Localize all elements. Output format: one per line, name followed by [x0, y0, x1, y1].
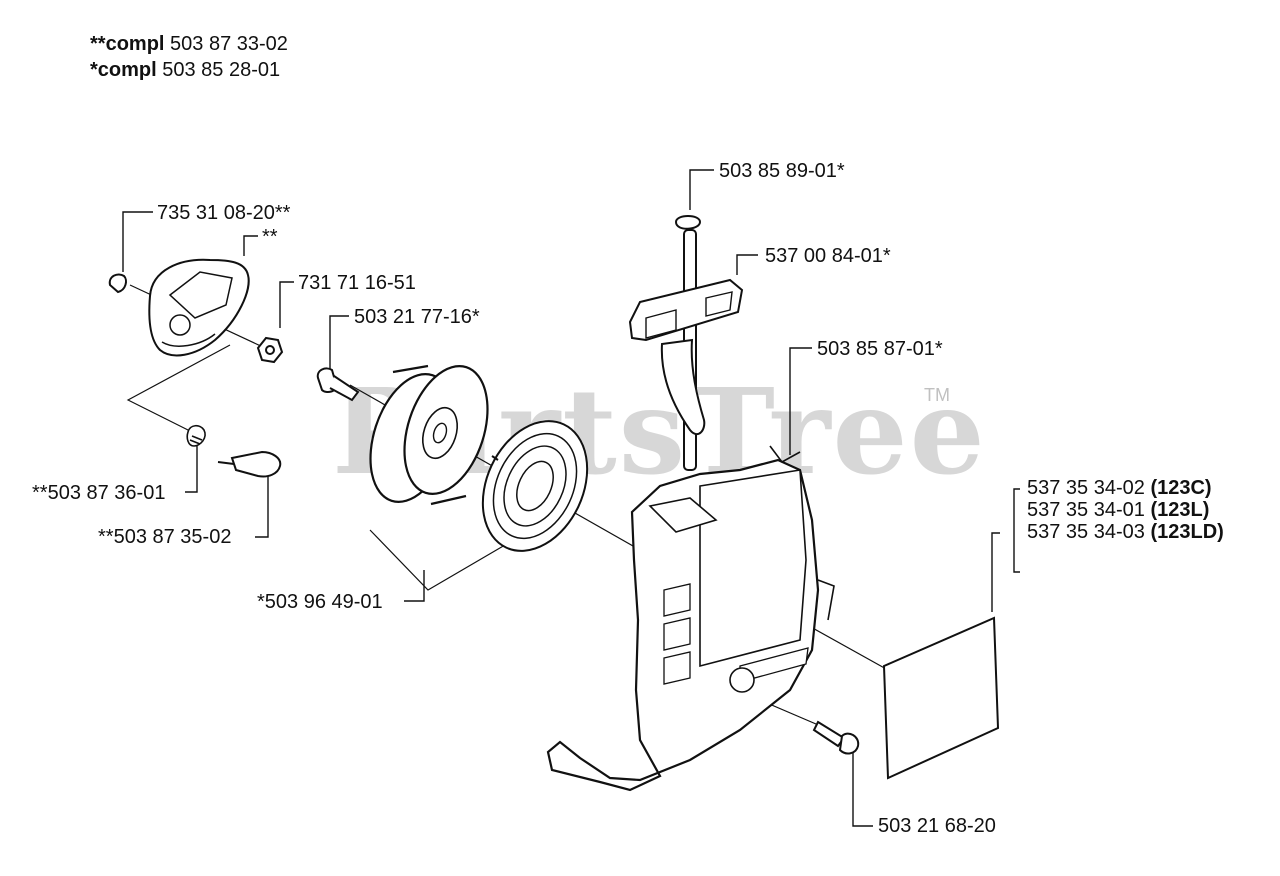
leader-line: [991, 532, 1000, 612]
clip-part: [108, 273, 127, 294]
model-name: (123L): [1150, 499, 1210, 521]
model-part-number: 537 35 34-02: [1027, 477, 1145, 499]
recoil-spring-part: [481, 420, 589, 552]
leader-line: [329, 315, 349, 378]
header-compl-label: *compl: [90, 59, 157, 81]
model-name: (123C): [1150, 477, 1212, 499]
part-label-503-96-49-01[interactable]: *503 96 49-01: [257, 591, 383, 613]
bolt-part: [812, 720, 860, 755]
leader-line: [1013, 488, 1020, 573]
watermark-trademark: TM: [924, 385, 950, 405]
starter-housing-part: [546, 445, 835, 792]
nut-part: [256, 336, 284, 364]
model-part-number: 537 35 34-01: [1027, 499, 1145, 521]
leader-line: [852, 745, 873, 827]
axis-line: [126, 344, 231, 437]
pawl-cover-part: [148, 258, 250, 357]
screw-part: [316, 367, 360, 402]
part-label-537-00-84-01[interactable]: 537 00 84-01*: [765, 245, 891, 267]
spring-part: [186, 424, 206, 447]
part-label-731-71-16-51[interactable]: 731 71 16-51: [298, 272, 416, 294]
model-ref-123c[interactable]: 537 35 34-02 (123C): [1027, 477, 1212, 499]
part-label-503-21-77-16[interactable]: 503 21 77-16*: [354, 306, 480, 328]
part-label-double-star: **: [262, 226, 278, 248]
header-compl-label: **compl: [90, 33, 165, 55]
model-name: (123LD): [1150, 521, 1224, 543]
decal-part: [882, 616, 1000, 780]
header-part-number[interactable]: 503 87 33-02: [170, 33, 288, 55]
header-line-1: **compl 503 87 33-02: [90, 32, 288, 56]
part-label-503-87-35-02[interactable]: **503 87 35-02: [98, 526, 232, 548]
leader-line: [185, 440, 198, 493]
part-label-735-31-08-20[interactable]: 735 31 08-20**: [157, 202, 291, 224]
model-part-number: 537 35 34-03: [1027, 521, 1145, 543]
leader-line: [404, 570, 425, 602]
pulley-part: [369, 364, 489, 506]
leader-line: [279, 281, 294, 328]
header-part-number[interactable]: 503 85 28-01: [162, 59, 281, 81]
part-label-503-85-87-01[interactable]: 503 85 87-01*: [817, 338, 943, 360]
starter-handle-part: [628, 278, 744, 436]
pawl-part: [217, 450, 282, 478]
leader-line: [255, 476, 269, 538]
part-label-503-87-36-01[interactable]: **503 87 36-01: [32, 482, 166, 504]
leader-line: [122, 211, 153, 272]
model-ref-123l[interactable]: 537 35 34-01 (123L): [1027, 499, 1209, 521]
leader-line: [736, 254, 758, 275]
header-line-2: *compl 503 85 28-01: [90, 58, 280, 82]
leader-line: [689, 169, 714, 210]
leader-line: [243, 235, 258, 256]
part-label-503-85-89-01[interactable]: 503 85 89-01*: [719, 160, 845, 182]
leader-line: [789, 347, 812, 455]
part-label-503-21-68-20[interactable]: 503 21 68-20: [878, 815, 996, 837]
model-ref-123ld[interactable]: 537 35 34-03 (123LD): [1027, 521, 1224, 543]
axis-line: [369, 529, 506, 591]
